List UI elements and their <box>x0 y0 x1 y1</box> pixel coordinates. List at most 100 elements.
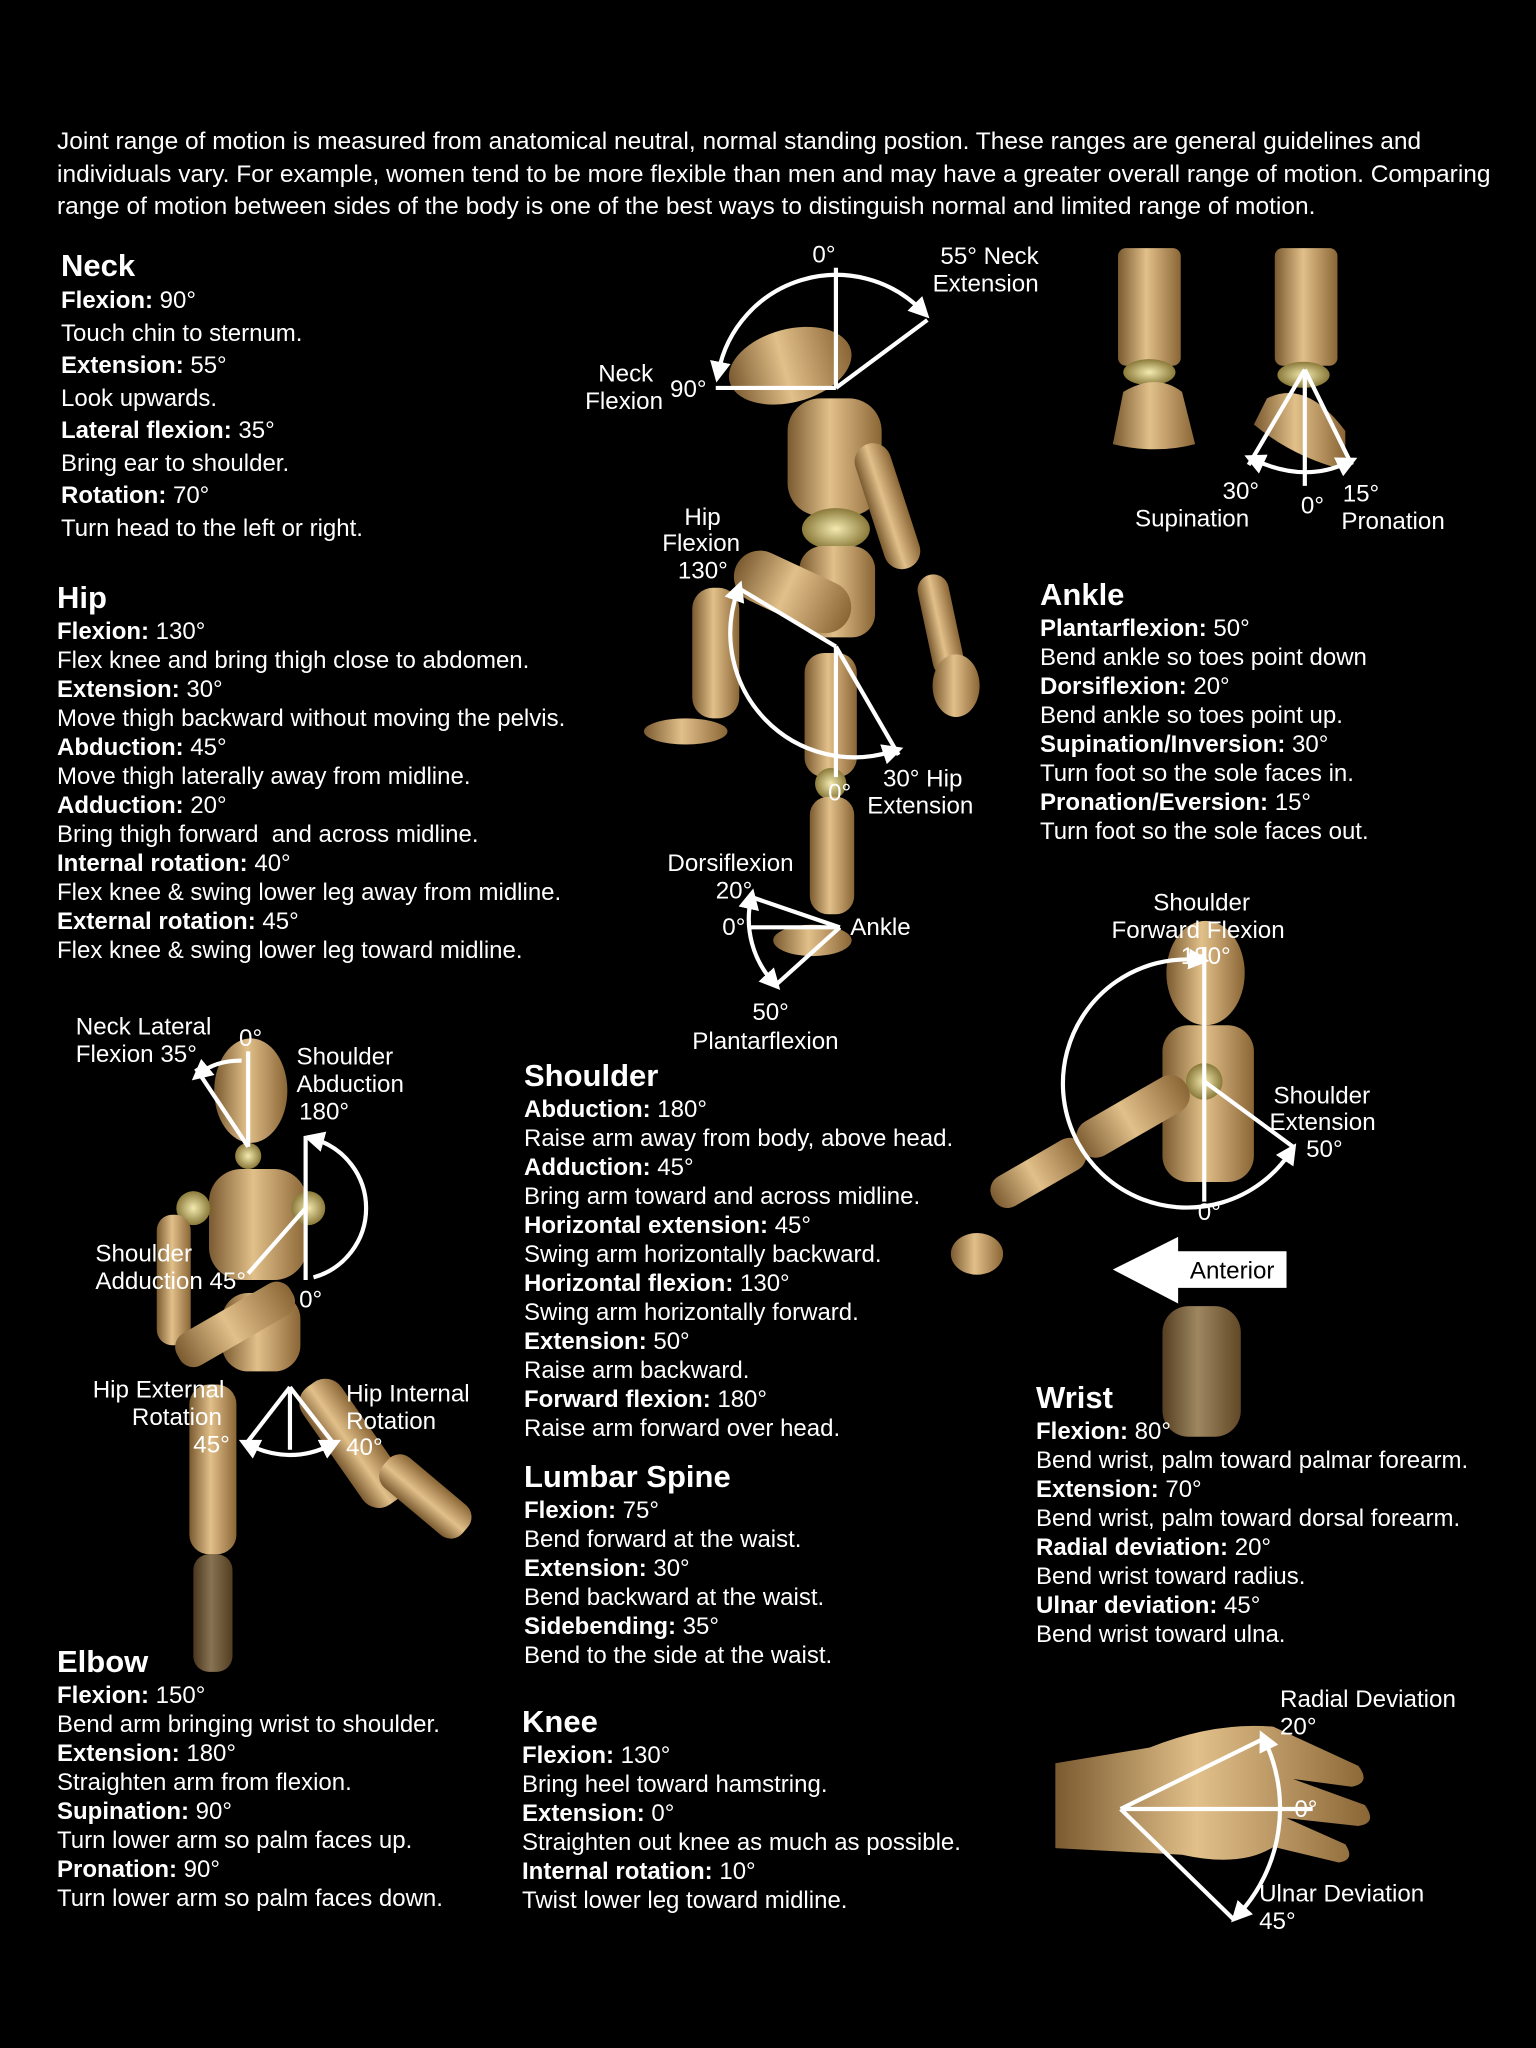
range-line: Extension: 70° <box>1036 1475 1468 1504</box>
label: Shoulder <box>1153 889 1250 916</box>
motion-description: Turn lower arm so palm faces up. <box>57 1827 413 1854</box>
anterior-label: Anterior <box>1190 1258 1275 1285</box>
motion-description: Swing arm horizontally forward. <box>524 1299 859 1326</box>
label: 15° <box>1343 481 1380 508</box>
motion-name: Supination: <box>57 1798 189 1825</box>
motion-degrees: 45° <box>255 908 299 935</box>
label: Rotation <box>346 1408 436 1435</box>
label: Supination <box>1135 505 1249 532</box>
label: 40° <box>346 1434 383 1461</box>
label: Shoulder <box>296 1043 393 1070</box>
label: 0° <box>1198 1199 1221 1226</box>
motion-name: Internal rotation: <box>57 850 248 877</box>
motion-description: Flex knee & swing lower leg away from mi… <box>57 879 562 906</box>
range-line: Abduction: 45° <box>57 733 565 762</box>
range-line: Flexion: 75° <box>524 1496 832 1525</box>
anterior-arrow <box>1112 1236 1287 1304</box>
motion-description: Raise arm backward. <box>524 1357 750 1384</box>
motion-name: Flexion: <box>61 287 154 314</box>
motion-description: Bend wrist, palm toward dorsal forearm. <box>1036 1505 1461 1532</box>
motion-name: Flexion: <box>522 1742 615 1769</box>
ankle-dorsi-plantar-diagram <box>738 888 842 990</box>
motion-degrees: 130° <box>614 1742 671 1769</box>
motion-description: Flex knee and bring thigh close to abdom… <box>57 647 530 674</box>
label: 0° <box>722 914 745 941</box>
label: 20° <box>1280 1714 1317 1741</box>
motion-name: Flexion: <box>1036 1418 1129 1445</box>
range-line: Flexion: 130° <box>57 617 565 646</box>
motion-degrees: 35° <box>231 417 275 444</box>
label: 45° <box>1259 1908 1296 1935</box>
motion-degrees: 30° <box>179 676 223 703</box>
range-line: Flexion: 80° <box>1036 1417 1468 1446</box>
range-line: Supination/Inversion: 30° <box>1040 730 1369 759</box>
range-line: Lateral flexion: 35° <box>61 415 363 448</box>
motion-description: Turn foot so the sole faces in. <box>1040 760 1354 787</box>
motion-degrees: 45° <box>183 734 227 761</box>
label: Extension <box>867 793 973 820</box>
label: Flexion <box>662 530 740 557</box>
range-line: Abduction: 180° <box>524 1095 953 1124</box>
motion-degrees: 70° <box>1158 1476 1202 1503</box>
motion-degrees: 30° <box>1285 731 1329 758</box>
motion-name: Flexion: <box>57 1682 150 1709</box>
motion-degrees: 45° <box>768 1212 811 1239</box>
motion-description: Bend backward at the waist. <box>524 1584 825 1611</box>
label: Extension <box>1270 1109 1376 1136</box>
label: 50° <box>752 999 789 1026</box>
motion-name: Pronation: <box>57 1856 177 1883</box>
motion-degrees: 50° <box>646 1328 690 1355</box>
range-line: Flexion: 90° <box>61 285 363 318</box>
feet-illustration <box>1112 248 1358 486</box>
motion-degrees: 180° <box>179 1740 236 1767</box>
motion-degrees: 70° <box>166 482 210 509</box>
range-line: Extension: 50° <box>524 1327 953 1356</box>
motion-description: Bring arm toward and across midline. <box>524 1183 921 1210</box>
motion-description: Swing arm horizontally backward. <box>524 1241 882 1268</box>
range-line: Ulnar deviation: 45° <box>1036 1591 1468 1620</box>
motion-name: Extension: <box>61 352 184 379</box>
label: 0° <box>812 242 835 269</box>
range-line: Horizontal extension: 45° <box>524 1211 953 1240</box>
mannequin-front <box>156 1038 472 1672</box>
range-line: Plantarflexion: 50° <box>1040 614 1369 643</box>
range-line: Extension: 30° <box>524 1554 832 1583</box>
range-line: Flexion: 150° <box>57 1681 443 1710</box>
label: Extension <box>933 270 1039 297</box>
motion-name: Ulnar deviation: <box>1036 1592 1218 1619</box>
range-line: Pronation: 90° <box>57 1855 443 1884</box>
label: Abduction <box>296 1071 403 1098</box>
label: Ankle <box>850 914 910 941</box>
label: Plantarflexion <box>692 1028 838 1055</box>
motion-description: Turn foot so the sole faces out. <box>1040 818 1369 845</box>
motion-name: Extension: <box>57 676 180 703</box>
label: 130° <box>678 558 728 585</box>
motion-degrees: 180° <box>650 1096 707 1123</box>
motion-degrees: 30° <box>646 1555 690 1582</box>
section-title: Lumbar Spine <box>524 1459 731 1494</box>
range-line: Adduction: 45° <box>524 1153 953 1182</box>
motion-description: Raise arm forward over head. <box>524 1415 841 1442</box>
label: 0° <box>299 1286 322 1313</box>
motion-degrees: 180° <box>710 1386 767 1413</box>
section-title: Elbow <box>57 1644 149 1679</box>
label: Shoulder <box>95 1241 192 1268</box>
range-line: Extension: 55° <box>61 350 363 383</box>
range-line: Extension: 30° <box>57 675 565 704</box>
label: Shoulder <box>1273 1083 1370 1110</box>
motion-degrees: 20° <box>183 792 227 819</box>
label: 0° <box>239 1025 262 1052</box>
label: Hip Internal <box>346 1380 470 1407</box>
intro-paragraph: Joint range of motion is measured from a… <box>57 128 1491 220</box>
motion-name: Forward flexion: <box>524 1386 711 1413</box>
label: Neck <box>598 360 654 387</box>
range-line: Extension: 0° <box>522 1799 961 1828</box>
range-line: Radial deviation: 20° <box>1036 1533 1468 1562</box>
motion-degrees: 50° <box>1206 615 1250 642</box>
range-line: Dorsiflexion: 20° <box>1040 672 1369 701</box>
motion-degrees: 150° <box>149 1682 206 1709</box>
